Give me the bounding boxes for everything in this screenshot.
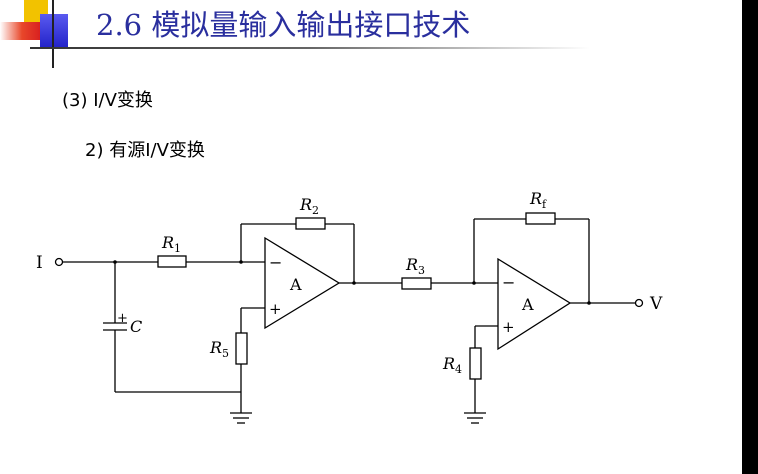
capacitor-label: C	[130, 317, 142, 336]
resistor-r3	[401, 277, 432, 290]
resistor-r1	[157, 255, 187, 268]
iv-converter-circuit-diagram: I V R1 R2 R3 R4 R5 Rf + C A − + A − +	[36, 189, 663, 424]
opamp-2	[497, 257, 572, 351]
opamp-2-label: A	[521, 295, 534, 314]
r5-label: R5	[209, 338, 229, 360]
input-label: I	[36, 253, 43, 273]
output-terminal	[634, 298, 644, 308]
r4-label: R4	[442, 354, 462, 376]
opamp-2-inverting: −	[502, 273, 515, 292]
subsection-heading: 2) 有源I/V变换	[85, 140, 205, 161]
resistor-r2	[295, 217, 326, 230]
resistor-r5	[235, 332, 248, 365]
r2-label: R2	[299, 195, 319, 217]
decoration-blue-square	[40, 14, 68, 48]
r3-label: R3	[405, 255, 425, 277]
opamp-1	[264, 236, 341, 330]
resistor-rf	[525, 212, 556, 225]
decoration-vertical-line	[52, 0, 54, 68]
opamp-1-label: A	[289, 275, 302, 294]
opamp-1-inverting: −	[269, 253, 282, 272]
decoration-red-bar	[0, 22, 40, 40]
window-edge-band	[742, 0, 758, 474]
section-heading: (3) I/V变换	[62, 90, 153, 111]
r1-label: R1	[161, 233, 181, 255]
opamp-2-noninverting: +	[502, 318, 515, 336]
opamp-1-noninverting: +	[269, 300, 282, 318]
capacitor-polarity: +	[117, 311, 128, 326]
slide: 2.6 模拟量输入输出接口技术 (3) I/V变换 2) 有源I/V变换	[0, 0, 742, 474]
decoration-title-underline	[30, 47, 590, 49]
slide-title: 2.6 模拟量输入输出接口技术	[96, 8, 471, 42]
rf-label: Rf	[529, 189, 547, 211]
resistor-r4	[469, 347, 482, 380]
output-label: V	[649, 294, 663, 314]
input-terminal	[54, 257, 64, 267]
